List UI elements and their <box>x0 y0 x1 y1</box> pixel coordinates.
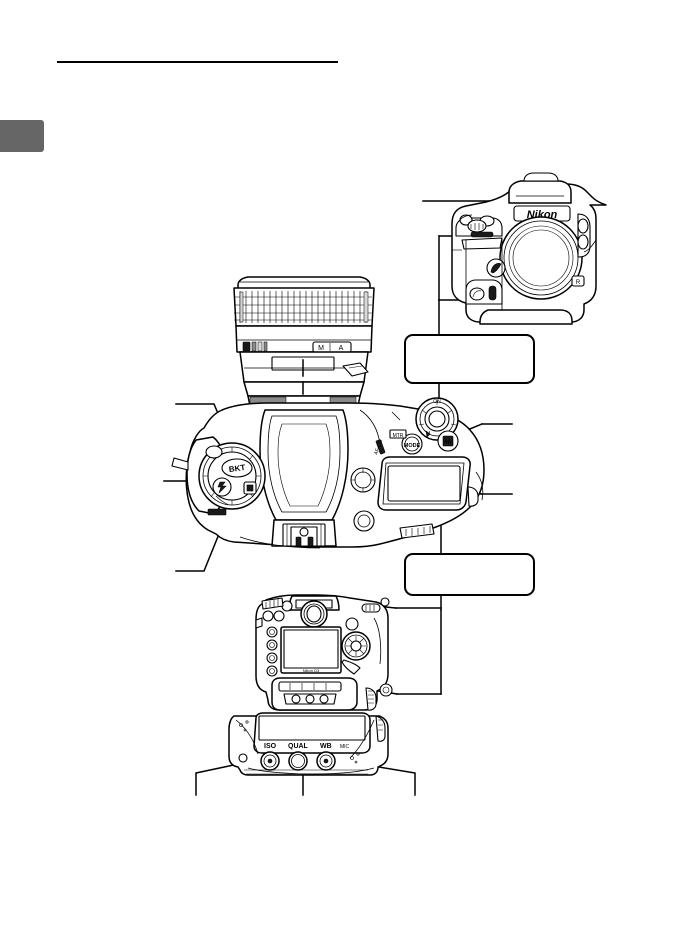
svg-text:MODE: MODE <box>404 443 421 449</box>
svg-text:Nikon D3: Nikon D3 <box>303 668 320 673</box>
callout-box-1-text <box>406 336 533 348</box>
callout-box-2-text <box>406 555 533 567</box>
svg-text:+/-: +/- <box>444 439 453 446</box>
svg-text:AF-ON: AF-ON <box>373 439 384 456</box>
iso-button-label: ISO <box>264 743 277 750</box>
svg-text:R: R <box>576 280 581 286</box>
wb-button-label: WB <box>320 743 332 750</box>
callout-box-2 <box>404 553 535 596</box>
svg-text:MTR: MTR <box>393 433 404 439</box>
mic-button-label: MIC <box>340 744 350 750</box>
figure-camera-rear-view: Nikon D3 <box>255 594 393 711</box>
chapter-tab-marker <box>0 120 44 152</box>
svg-text:ON: ON <box>433 399 441 405</box>
lens-switch-a-label: A <box>339 345 344 352</box>
qual-button-label: QUAL <box>288 743 309 750</box>
figure-camera-front-view: Nikon <box>451 172 607 325</box>
figure-camera-top-view: M A <box>171 276 485 549</box>
lens-switch-m-label: M <box>318 345 324 352</box>
figure-top-controls-detail: ISO QUAL WB MIC <box>228 712 389 776</box>
header-rule <box>57 61 338 63</box>
bkt-button-label: BKT <box>228 463 246 474</box>
callout-box-1 <box>404 334 535 384</box>
